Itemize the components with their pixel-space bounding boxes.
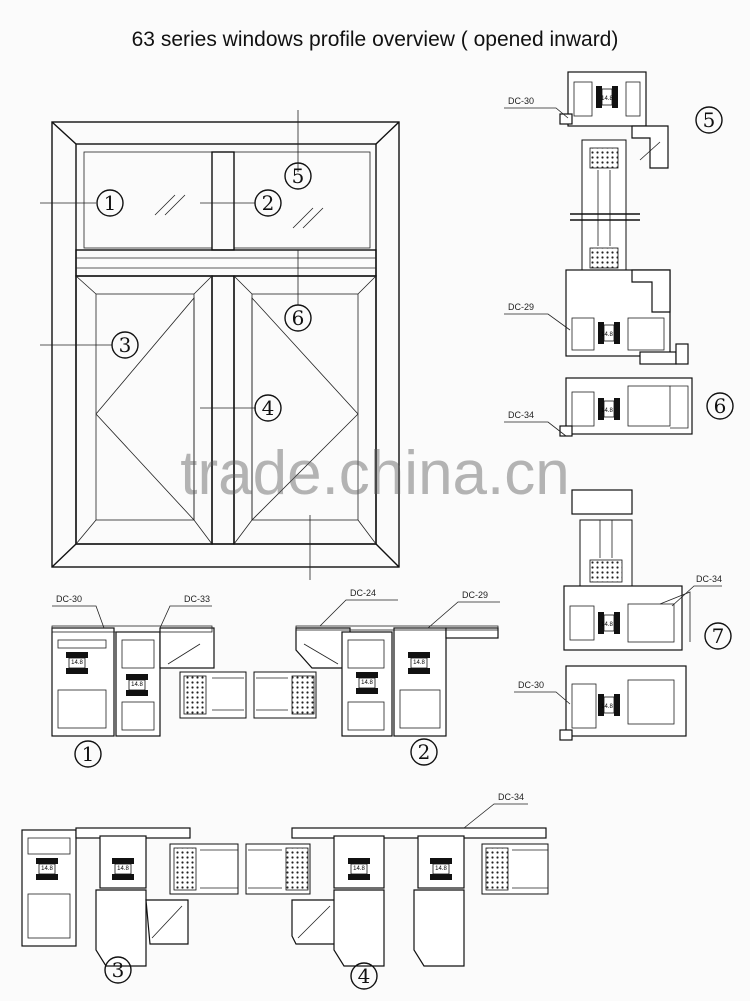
vertical-section-5-6	[559, 71, 693, 515]
tag-dc34-bottom-label: DC-34	[498, 792, 524, 802]
tag-dc24: DC-24	[319, 588, 398, 627]
tag-dc29-bottom-label: DC-29	[462, 590, 488, 600]
dimension-label: 14.8	[71, 660, 83, 666]
callout-2-label: 2	[262, 191, 275, 215]
dimension-label: 14.8	[601, 332, 613, 338]
callout-4-section-label: 4	[358, 964, 371, 988]
window-elevation	[40, 110, 400, 580]
callout-3-elevation-label: 3	[119, 333, 132, 357]
callout-1-section-label: 1	[82, 742, 95, 766]
dimension-label: 14.8	[601, 704, 613, 710]
callout-3-elevation: 3	[111, 331, 139, 359]
callout-1-label: 1	[104, 191, 117, 215]
callout-5-elevation: 5	[284, 162, 312, 190]
dimension-label: 14.8	[601, 622, 613, 628]
tag-dc34-right-label: DC-34	[508, 410, 534, 420]
dimension-label: 14.8	[601, 408, 613, 414]
callout-6-elevation-label: 6	[292, 306, 305, 330]
tag-dc34-7: DC-34	[671, 574, 722, 607]
dimension-label: 14.8	[353, 866, 365, 872]
tag-dc34-7-label: DC-34	[696, 574, 722, 584]
callout-3-section-label: 3	[112, 958, 125, 982]
tag-dc30-7-label: DC-30	[518, 680, 544, 690]
top-mullion	[211, 151, 235, 251]
dimension-label: 14.8	[131, 682, 143, 688]
callout-7-label: 7	[712, 624, 725, 648]
callout-5-label: 5	[703, 108, 716, 132]
transom	[75, 249, 377, 277]
callout-4-section: 4	[350, 962, 378, 990]
horizontal-section-2	[253, 625, 499, 737]
tag-dc30-top: DC-30	[504, 96, 569, 119]
callout-4-elevation-label: 4	[262, 396, 275, 420]
tag-dc29-bottom: DC-29	[427, 590, 500, 629]
tag-dc34-right: DC-34	[504, 410, 567, 437]
page-title: 63 series windows profile overview ( ope…	[131, 28, 619, 51]
left-sash	[75, 275, 213, 545]
callout-1: 1	[96, 189, 124, 217]
callout-7: 7	[704, 622, 732, 650]
callout-1-section: 1	[74, 740, 102, 768]
horizontal-section-4	[245, 827, 549, 967]
dimension-label: 14.8	[41, 866, 53, 872]
callout-5: 5	[695, 106, 723, 134]
callout-6-label: 6	[714, 394, 727, 418]
callout-2-section: 2	[410, 738, 438, 766]
tag-dc29-right: DC-29	[504, 302, 571, 331]
right-sash	[233, 275, 377, 545]
dimension-label: 14.8	[413, 660, 425, 666]
horizontal-section-1	[51, 625, 247, 737]
callout-6-elevation: 6	[284, 304, 312, 332]
callout-2: 2	[254, 189, 282, 217]
dimension-label: 14.8	[117, 866, 129, 872]
outer-frame	[51, 121, 400, 568]
callout-5-elevation-label: 5	[292, 164, 305, 188]
dimension-label: 14.8	[601, 96, 613, 102]
dimension-label: 14.8	[435, 866, 447, 872]
vertical-section-7	[559, 519, 691, 741]
tag-dc24-label: DC-24	[350, 588, 376, 598]
horizontal-section-3	[21, 827, 239, 967]
tag-dc34-bottom: DC-34	[463, 792, 528, 829]
watermark: trade.china.cn	[180, 439, 570, 508]
callout-4-elevation: 4	[254, 394, 282, 422]
callout-6: 6	[706, 392, 734, 420]
tag-dc30-bottom: DC-30	[52, 594, 105, 629]
tag-dc30-top-label: DC-30	[508, 96, 534, 106]
dimension-label: 14.8	[361, 680, 373, 686]
tag-dc30-7: DC-30	[514, 680, 571, 705]
callout-2-section-label: 2	[418, 740, 431, 764]
tag-dc33-label: DC-33	[184, 594, 210, 604]
tag-dc33: DC-33	[159, 594, 212, 629]
tag-dc29-right-label: DC-29	[508, 302, 534, 312]
callout-3-section: 3	[104, 956, 132, 984]
tag-dc30-bottom-label: DC-30	[56, 594, 82, 604]
